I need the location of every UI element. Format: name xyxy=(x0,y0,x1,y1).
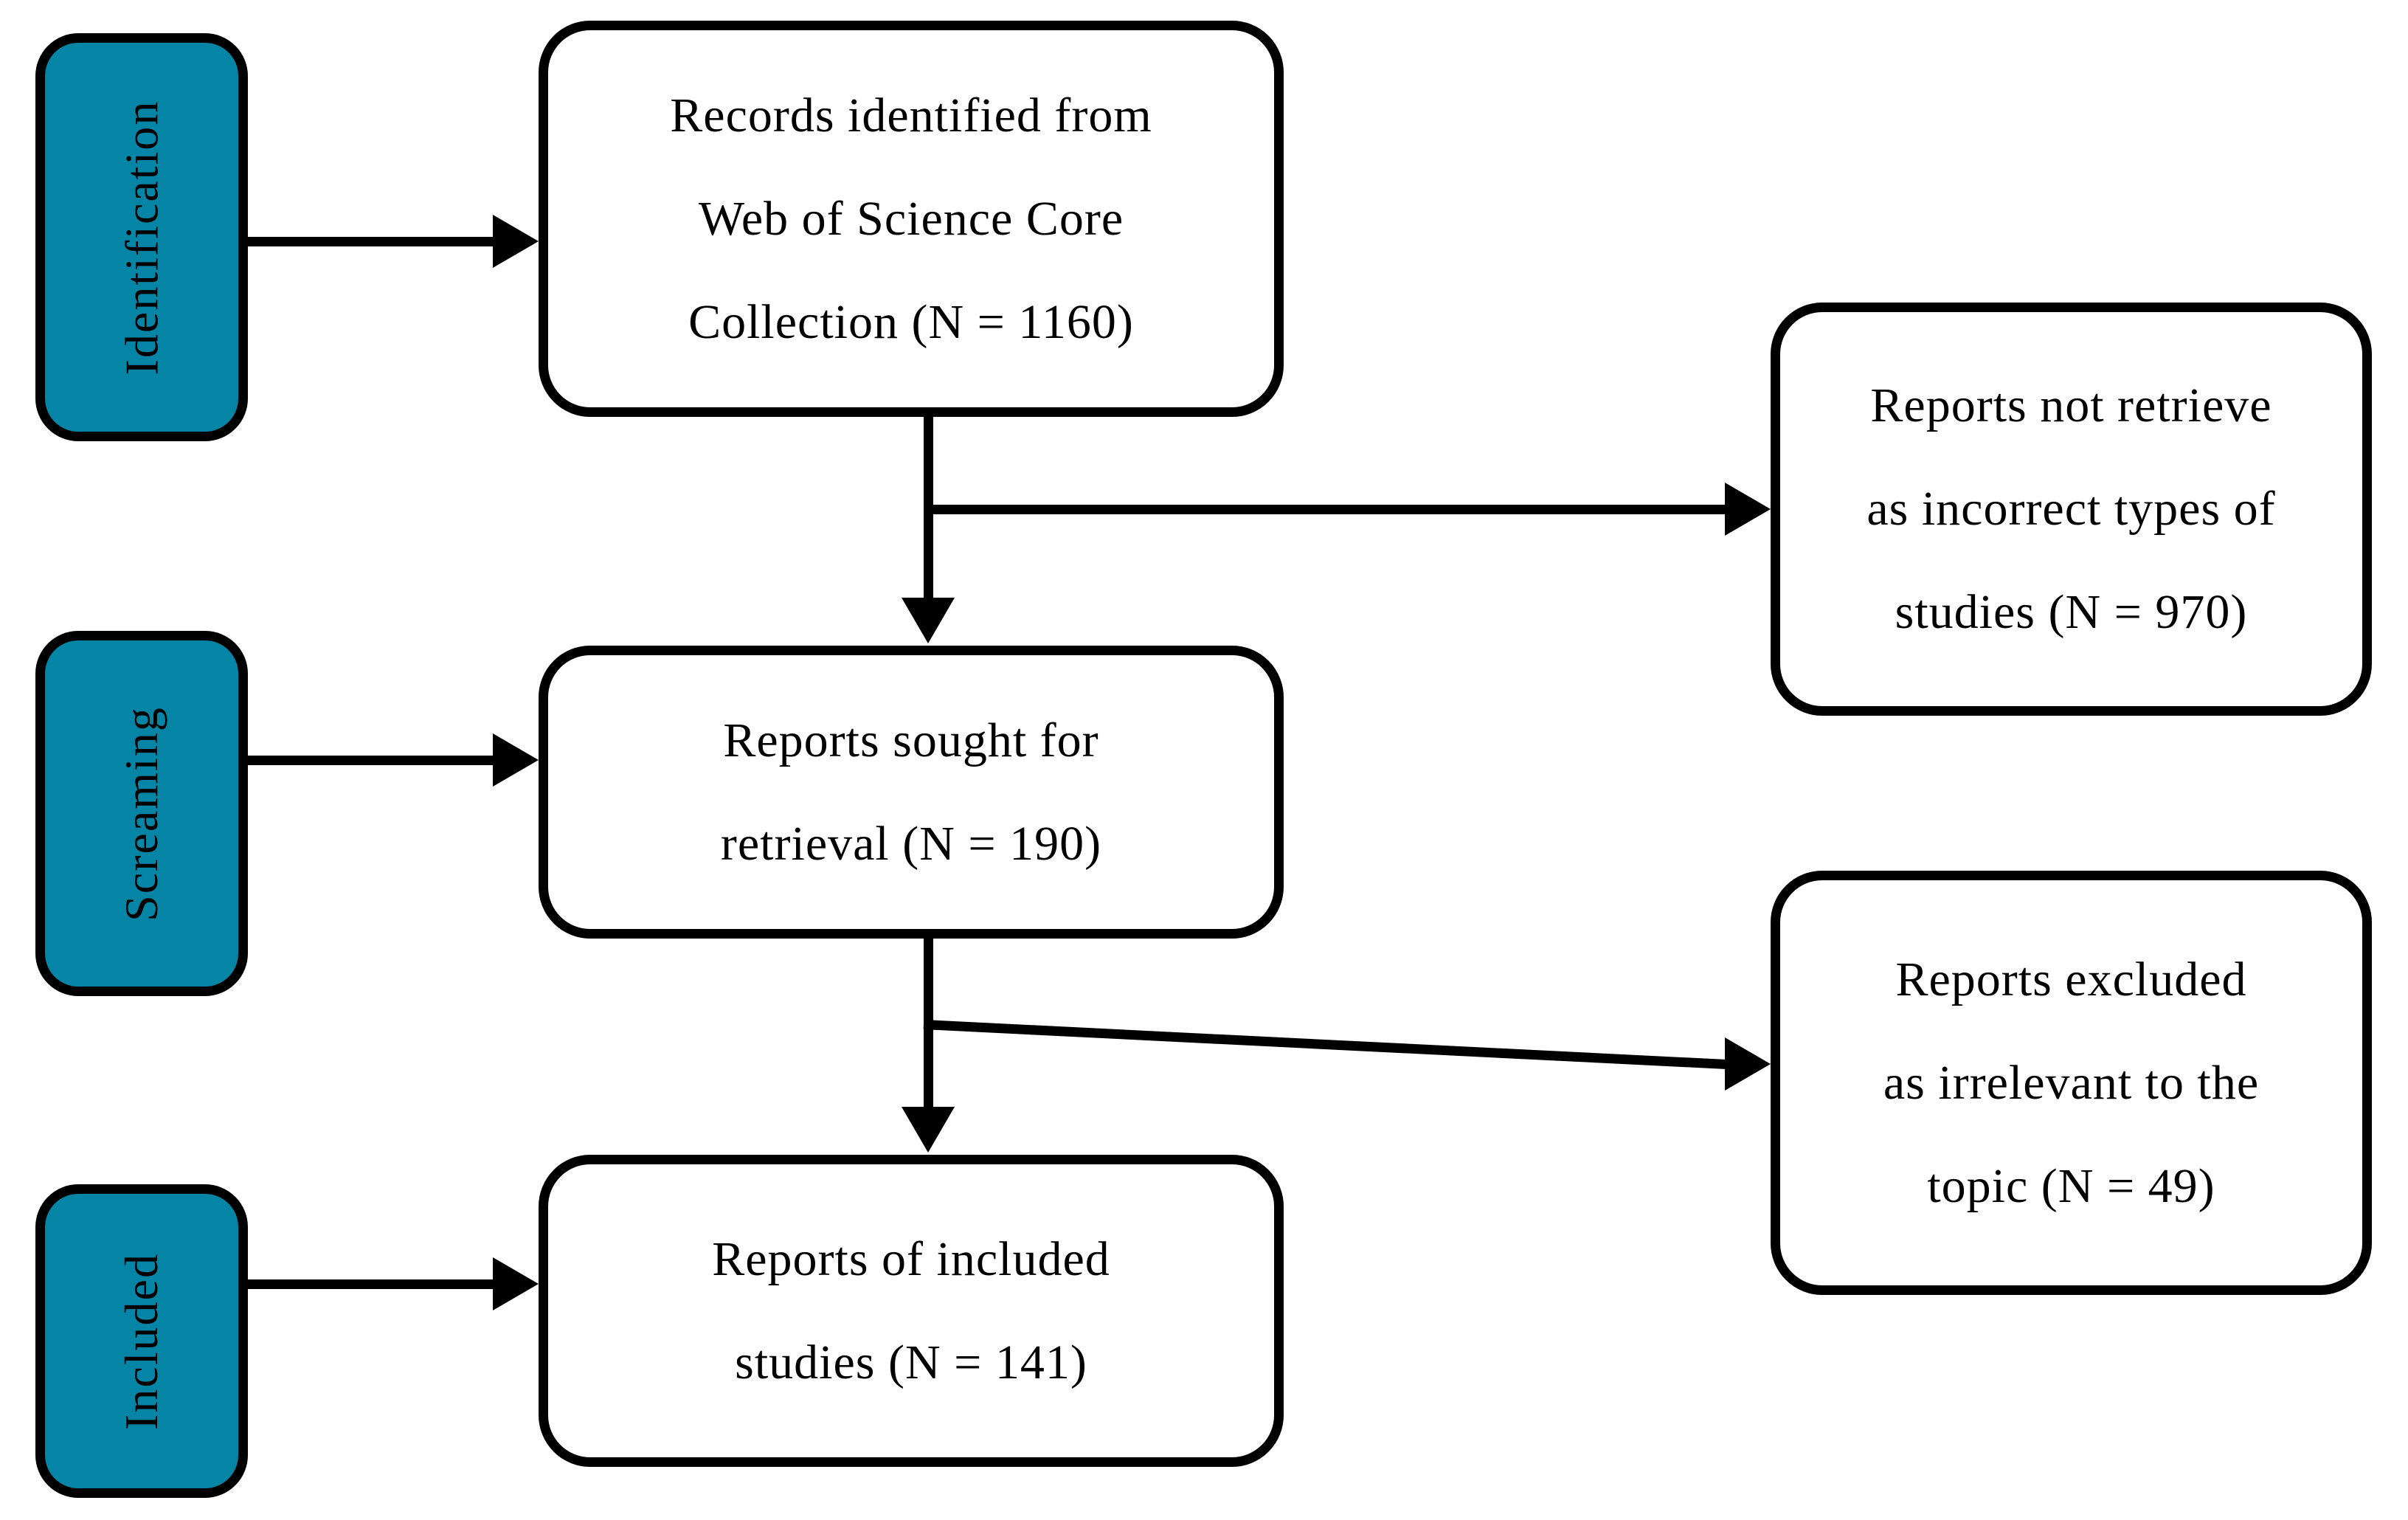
stage-screaming-label: Screaming xyxy=(115,705,167,922)
box-reports-excluded: Reports excluded as irrelevant to the to… xyxy=(1771,871,2372,1295)
arrow-included-to-studies-line xyxy=(248,1279,494,1289)
box-records-line2: Web of Science Core xyxy=(698,191,1124,246)
stage-included-label: Included xyxy=(115,1252,167,1430)
box-included-line1: Reports of included xyxy=(712,1231,1110,1286)
box-excluded-line3: topic (N = 49) xyxy=(1927,1158,2215,1213)
stage-identification-label: Identification xyxy=(115,100,167,375)
box-excluded-line2: as irrelevant to the xyxy=(1883,1055,2260,1110)
box-notretrieved-line3: studies (N = 970) xyxy=(1895,585,2248,639)
stage-screaming: Screaming xyxy=(35,631,248,996)
box-reports-not-retrieved: Reports not retrieve as incorrect types … xyxy=(1771,303,2372,716)
arrow-included-to-studies-head-icon xyxy=(493,1257,539,1310)
box-records-identified: Records identified from Web of Science C… xyxy=(539,21,1284,417)
arrow-records-to-notretrieved-head-icon xyxy=(1725,483,1771,536)
arrow-records-to-sought-head-icon xyxy=(902,598,955,643)
stage-included: Included xyxy=(35,1184,248,1498)
arrow-identification-to-records-head-icon xyxy=(493,215,539,268)
stage-identification: Identification xyxy=(35,33,248,441)
arrow-sought-to-excluded-head-icon xyxy=(1725,1037,1771,1091)
box-sought-line2: retrieval (N = 190) xyxy=(720,816,1102,871)
box-notretrieved-line2: as incorrect types of xyxy=(1866,482,2276,536)
arrow-sought-to-excluded-line xyxy=(923,1020,1727,1069)
box-records-line3: Collection (N = 1160) xyxy=(688,294,1134,349)
box-excluded-line1: Reports excluded xyxy=(1895,952,2247,1006)
box-records-line1: Records identified from xyxy=(670,88,1152,142)
box-notretrieved-line1: Reports not retrieve xyxy=(1870,379,2272,432)
box-sought-line1: Reports sought for xyxy=(723,713,1099,767)
arrow-records-to-notretrieved-line xyxy=(924,505,1726,514)
arrow-identification-to-records-line xyxy=(248,237,494,246)
box-included-line2: studies (N = 141) xyxy=(735,1335,1087,1389)
box-reports-sought: Reports sought for retrieval (N = 190) xyxy=(539,646,1284,939)
box-reports-of-included-studies: Reports of included studies (N = 141) xyxy=(539,1155,1284,1467)
arrow-screaming-to-sought-line xyxy=(248,756,494,765)
arrow-sought-to-included-head-icon xyxy=(902,1107,955,1153)
arrow-screaming-to-sought-head-icon xyxy=(493,733,539,787)
